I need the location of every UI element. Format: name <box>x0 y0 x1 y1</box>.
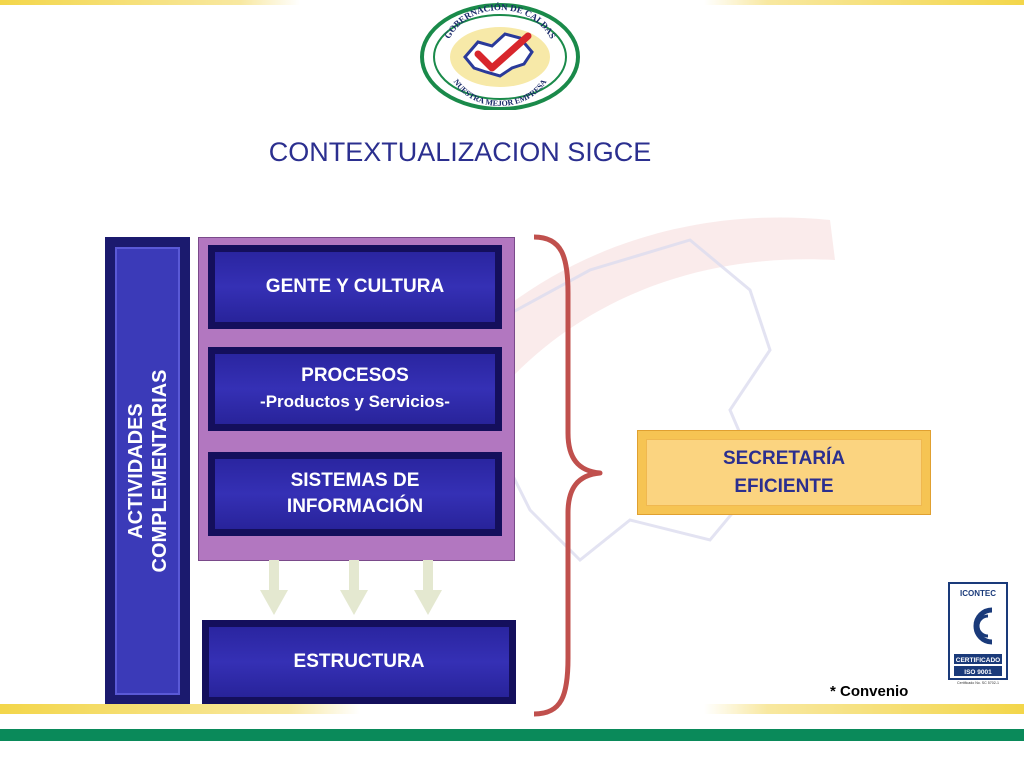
secretaria-line1: SECRETARÍA <box>722 447 846 469</box>
footnote-convenio: * Convenio <box>830 683 909 700</box>
sistemas-line1: SISTEMAS DE <box>290 470 420 491</box>
down-arrow-3-icon <box>414 590 442 615</box>
gente-cultura-box: GENTE Y CULTURA <box>208 245 502 329</box>
bottom-yellow-band-right <box>704 704 1024 714</box>
procesos-title: PROCESOS <box>301 365 409 386</box>
down-arrow-1-shaft <box>269 560 279 592</box>
top-yellow-band-right <box>704 0 1024 5</box>
estructura-box: ESTRUCTURA <box>202 620 516 704</box>
down-arrow-2-icon <box>340 590 368 615</box>
iso-label: ISO 9001 <box>964 669 992 676</box>
procesos-box: PROCESOS -Productos y Servicios- <box>208 347 502 431</box>
top-yellow-band-left <box>0 0 300 5</box>
page-title: CONTEXTUALIZACION SIGCE <box>268 137 652 167</box>
secretaria-line2: EFICIENTE <box>734 475 834 497</box>
certificado-label: CERTIFICADO <box>956 657 1000 664</box>
bottom-yellow-band-left <box>0 704 360 714</box>
icontec-brand: ICONTEC <box>960 589 996 598</box>
actividades-label: ACTIVIDADES COMPLEMENTARIAS <box>124 370 172 573</box>
secretaria-eficiente-box: SECRETARÍA EFICIENTE <box>637 430 931 515</box>
down-arrow-1-icon <box>260 590 288 615</box>
gente-cultura-label: GENTE Y CULTURA <box>265 276 445 297</box>
curly-brace-icon <box>533 234 603 717</box>
actividades-line1: ACTIVIDADES <box>124 403 147 539</box>
actividades-inner: ACTIVIDADES COMPLEMENTARIAS <box>115 247 180 695</box>
certificate-number: Certificado No. SC 5702-1 <box>957 681 999 685</box>
actividades-complementarias-column: ACTIVIDADES COMPLEMENTARIAS <box>105 237 190 705</box>
procesos-subtitle: -Productos y Servicios- <box>260 392 450 411</box>
down-arrow-3-shaft <box>423 560 433 592</box>
estructura-label: ESTRUCTURA <box>293 651 425 672</box>
actividades-line2: COMPLEMENTARIAS <box>148 369 171 573</box>
gobernacion-caldas-logo: GOBERNACIÓN DE CALDAS NUESTRA MEJOR EMPR… <box>420 2 580 110</box>
down-arrow-2-shaft <box>349 560 359 592</box>
bottom-green-band <box>0 729 1024 741</box>
sistemas-informacion-box: SISTEMAS DE INFORMACIÓN <box>208 452 502 536</box>
sistemas-line2: INFORMACIÓN <box>286 496 424 517</box>
icontec-certification-logo: ICONTEC CERTIFICADO ISO 9001 Certificado… <box>948 582 1008 685</box>
